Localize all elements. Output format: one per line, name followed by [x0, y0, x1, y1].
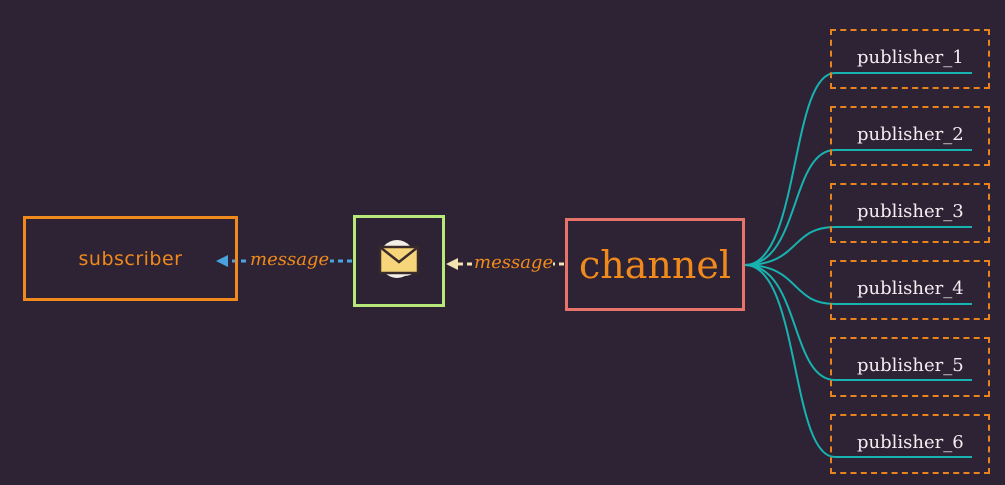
publisher-label-2: publisher_2 — [857, 124, 964, 145]
channel-node[interactable]: channel — [565, 218, 745, 311]
publisher-label-1: publisher_1 — [857, 47, 964, 68]
message-node[interactable] — [353, 215, 445, 307]
publisher-connectors — [744, 72, 972, 458]
connector-publisher-2 — [744, 149, 972, 266]
connector-publisher-3 — [744, 226, 972, 266]
publisher-label-6: publisher_6 — [857, 432, 964, 453]
publisher-box-5[interactable] — [830, 337, 990, 397]
connector-publisher-4 — [744, 264, 972, 305]
publisher-box-4[interactable] — [830, 260, 990, 320]
connector-publisher-6 — [744, 264, 972, 458]
publisher-box-1[interactable] — [830, 29, 990, 89]
subscriber-node[interactable]: subscriber — [23, 216, 238, 301]
connector-publisher-5 — [744, 264, 972, 381]
message-label-right: message — [474, 252, 554, 273]
publisher-box-6[interactable] — [830, 414, 990, 474]
envelope-icon — [375, 238, 423, 284]
publisher-box-2[interactable] — [830, 106, 990, 166]
publisher-label-3: publisher_3 — [857, 201, 964, 222]
message-label-left: message — [250, 249, 330, 270]
subscriber-label: subscriber — [78, 247, 183, 270]
connector-publisher-1 — [744, 72, 972, 266]
channel-label: channel — [579, 242, 731, 287]
publisher-label-5: publisher_5 — [857, 355, 964, 376]
publisher-label-4: publisher_4 — [857, 278, 964, 299]
publisher-box-3[interactable] — [830, 183, 990, 243]
arrow-to-envelope — [446, 258, 564, 270]
